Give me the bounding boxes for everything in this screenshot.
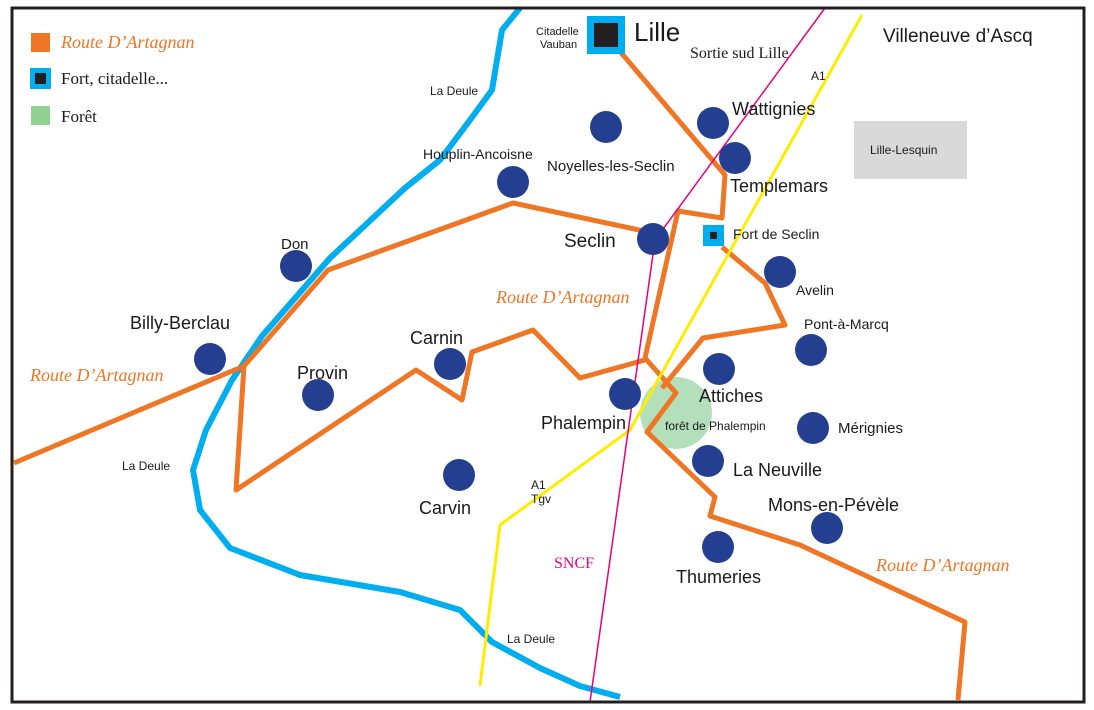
town-marker[interactable] <box>280 250 312 282</box>
town-label: Phalempin <box>541 413 626 433</box>
town-marker[interactable] <box>702 531 734 563</box>
river-label: La Deule <box>122 459 170 473</box>
town-marker[interactable] <box>443 459 475 491</box>
town-marker[interactable] <box>703 353 735 385</box>
legend-fort-label: Fort, citadelle... <box>61 69 168 88</box>
town-marker[interactable] <box>434 348 466 380</box>
route-label: Route D’Artagnan <box>495 287 629 307</box>
town-marker[interactable] <box>692 445 724 477</box>
town-label: Carvin <box>419 498 471 518</box>
town-label: Pont-à-Marcq <box>804 316 889 332</box>
fort-icon <box>35 73 46 84</box>
river-label: La Deule <box>430 84 478 98</box>
town-label: Houplin-Ancoisne <box>423 146 533 162</box>
highway-a1 <box>478 14 864 687</box>
airport-area <box>854 121 967 179</box>
fort-seclin-label: Fort de Seclin <box>733 226 819 242</box>
sncf-label: SNCF <box>554 555 594 572</box>
map-frame <box>10 6 1086 704</box>
town-label: Attiches <box>699 386 763 406</box>
towns <box>194 107 843 563</box>
route-label: Route D’Artagnan <box>875 555 1009 575</box>
legend-route-label: Route D’Artagnan <box>60 32 194 52</box>
town-label: Templemars <box>730 176 828 196</box>
a1-label: A1 <box>531 478 546 492</box>
route-dartagnan <box>13 33 968 701</box>
forest-label: forêt de Phalempin <box>665 419 766 433</box>
legend-forest-label: Forêt <box>61 107 97 126</box>
town-label: La Neuville <box>733 460 822 480</box>
town-label: Thumeries <box>676 567 761 587</box>
town-marker[interactable] <box>719 142 751 174</box>
forest-phalempin <box>640 377 712 449</box>
town-marker[interactable] <box>795 334 827 366</box>
town-marker[interactable] <box>194 343 226 375</box>
town-marker[interactable] <box>609 378 641 410</box>
town-label: Carnin <box>410 328 463 348</box>
legend-forest-swatch <box>31 106 50 125</box>
river-label: La Deule <box>507 632 555 646</box>
legend: Route D’Artagnan Fort, citadelle... Forê… <box>30 32 194 126</box>
vauban-label: Vauban <box>540 39 577 51</box>
fort-icon <box>710 232 717 239</box>
town-marker[interactable] <box>764 256 796 288</box>
town-label: Mons-en-Pévèle <box>768 495 899 515</box>
villeneuve-label: Villeneuve d’Ascq <box>883 26 1033 47</box>
city-label-lille: Lille <box>634 17 680 47</box>
town-marker[interactable] <box>590 111 622 143</box>
fort-icon <box>594 23 618 47</box>
town-marker[interactable] <box>697 107 729 139</box>
town-label: Noyelles-les-Seclin <box>547 158 675 175</box>
town-label: Wattignies <box>732 99 815 119</box>
sortie-label: Sortie sud Lille <box>690 45 789 62</box>
airport-label: Lille-Lesquin <box>870 143 937 157</box>
citadelle-label: Citadelle <box>536 26 579 38</box>
town-marker[interactable] <box>302 379 334 411</box>
town-label: Seclin <box>564 231 616 252</box>
town-marker[interactable] <box>637 223 669 255</box>
town-label: Billy-Berclau <box>130 313 230 333</box>
a1-label: A1 <box>811 69 826 83</box>
town-label: Avelin <box>796 282 834 298</box>
town-label: Mérignies <box>838 420 903 437</box>
legend-route-swatch <box>31 33 50 52</box>
town-label: Provin <box>297 363 348 383</box>
town-marker[interactable] <box>811 512 843 544</box>
town-marker[interactable] <box>497 166 529 198</box>
route-label: Route D’Artagnan <box>29 365 163 385</box>
town-label: Don <box>281 236 309 253</box>
town-marker[interactable] <box>797 412 829 444</box>
tgv-label: Tgv <box>531 492 551 506</box>
